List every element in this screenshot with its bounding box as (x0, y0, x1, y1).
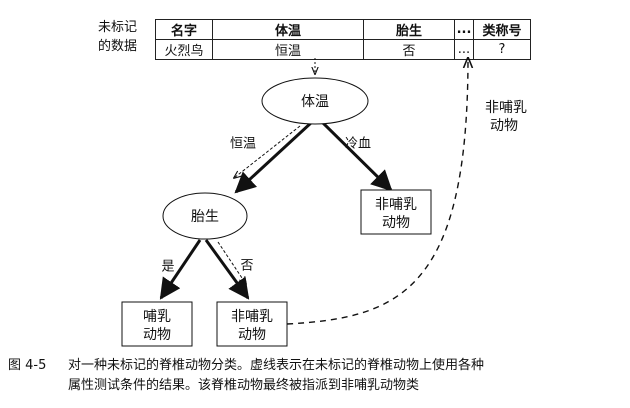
record-label-line1: 未标记 (98, 20, 138, 35)
figure-number: 图 4-5 (8, 358, 47, 373)
result-label-line1: 非哺乳 (485, 100, 527, 116)
decision-tree-diagram: 体温 胎生 非哺乳 动物 哺乳 动物 非哺乳 动物 恒温 冷血 是 否 非哺乳 … (121, 0, 527, 347)
yes-leaf-label-line1: 哺乳 (143, 309, 171, 325)
yes-leaf-box (121, 301, 193, 347)
trace-child-to-no-leaf (217, 241, 246, 284)
caption-line2: 属性测试条件的结果。该脊椎动物最终被指派到非哺乳动物类 (68, 378, 420, 393)
no-leaf-box (216, 301, 288, 347)
edge-label-cold: 冷血 (345, 137, 371, 152)
trace-leaf-to-class-label (286, 58, 468, 325)
edge-root-to-child (234, 120, 314, 194)
root-node-ellipse (261, 77, 369, 125)
value-name: 火烈鸟 (155, 39, 213, 60)
caption-line1-row: 图 4-5 对一种未标记的脊椎动物分类。虚线表示在未标记的脊椎动物上使用各种 (8, 356, 626, 376)
trace-root-to-child (234, 125, 301, 178)
edge-child-to-no-leaf (204, 239, 250, 300)
record-label-line2: 的数据 (98, 39, 138, 54)
figure-caption: 图 4-5 对一种未标记的脊椎动物分类。虚线表示在未标记的脊椎动物上使用各种 属性… (8, 356, 626, 396)
edge-child-to-yes-leaf (159, 239, 202, 300)
child-node-ellipse (162, 192, 248, 240)
no-leaf-label-line2: 动物 (238, 327, 266, 343)
yes-leaf-label-line2: 动物 (143, 327, 171, 343)
value-body-temp: 恒温 (212, 39, 364, 60)
cold-leaf-box (360, 189, 432, 235)
result-label-line2: 动物 (490, 118, 518, 134)
edge-label-warm: 恒温 (230, 137, 256, 152)
edge-root-to-cold-leaf (320, 120, 393, 192)
value-class-label: ? (473, 39, 531, 60)
child-node-label: 胎生 (191, 209, 219, 225)
edge-label-no: 否 (240, 259, 253, 274)
root-node-label: 体温 (301, 94, 329, 110)
cold-leaf-label-line2: 动物 (382, 215, 410, 231)
edge-label-yes: 是 (161, 260, 174, 275)
cold-leaf-label-line1: 非哺乳 (375, 197, 417, 213)
caption-line1: 对一种未标记的脊椎动物分类。虚线表示在未标记的脊椎动物上使用各种 (68, 358, 485, 373)
unlabeled-record-table: 名字 体温 胎生 ... 类称号 火烈鸟 恒温 否 ... ? (155, 19, 531, 60)
no-leaf-label-line1: 非哺乳 (231, 309, 273, 325)
record-value-row: 火烈鸟 恒温 否 ... ? (155, 39, 531, 60)
